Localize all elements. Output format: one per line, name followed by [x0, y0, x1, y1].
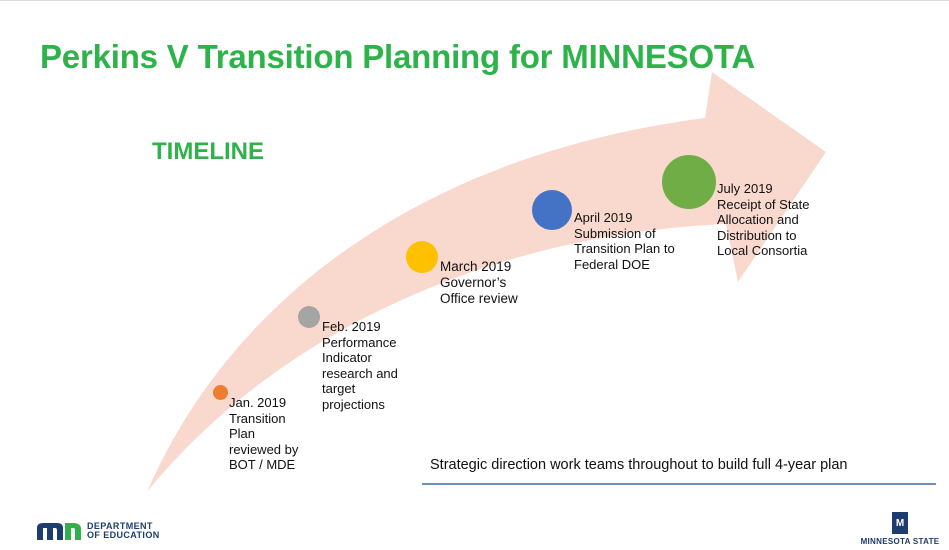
- milestone-dot-april: [532, 190, 572, 230]
- arrow-shape: [147, 72, 826, 492]
- milestone-text-feb: Feb. 2019 Performance Indicator research…: [322, 319, 398, 412]
- mn-logo-icon: [37, 523, 81, 540]
- milestone-text-jan: Jan. 2019 Transition Plan reviewed by BO…: [229, 395, 299, 472]
- mde-logo: DEPARTMENT OF EDUCATION: [37, 519, 160, 543]
- milestone-dot-july: [662, 155, 716, 209]
- milestone-dot-jan: [213, 385, 228, 400]
- strategic-underline: [422, 483, 936, 485]
- milestone-text-april: April 2019 Submission of Transition Plan…: [574, 210, 675, 272]
- strategic-note: Strategic direction work teams throughou…: [430, 457, 848, 473]
- mde-logo-text: DEPARTMENT OF EDUCATION: [87, 520, 160, 541]
- minnesota-state-logo: M MINNESOTA STATE: [858, 512, 942, 546]
- page-title: Perkins V Transition Planning for MINNES…: [40, 38, 756, 75]
- milestone-text-march: March 2019 Governor’s Office review: [440, 259, 518, 306]
- milestone-text-july: July 2019 Receipt of State Allocation an…: [717, 181, 810, 258]
- mn-state-badge-letter: M: [895, 518, 905, 529]
- mde-line1: DEPARTMENT: [87, 520, 153, 531]
- mn-state-badge-icon: M: [892, 512, 908, 534]
- mn-state-text: MINNESOTA STATE: [860, 537, 940, 546]
- milestone-dot-march: [406, 241, 438, 273]
- top-border: [0, 0, 949, 1]
- mde-line2: OF EDUCATION: [87, 530, 160, 540]
- timeline-heading: TIMELINE: [152, 138, 264, 165]
- milestone-dot-feb: [298, 306, 320, 328]
